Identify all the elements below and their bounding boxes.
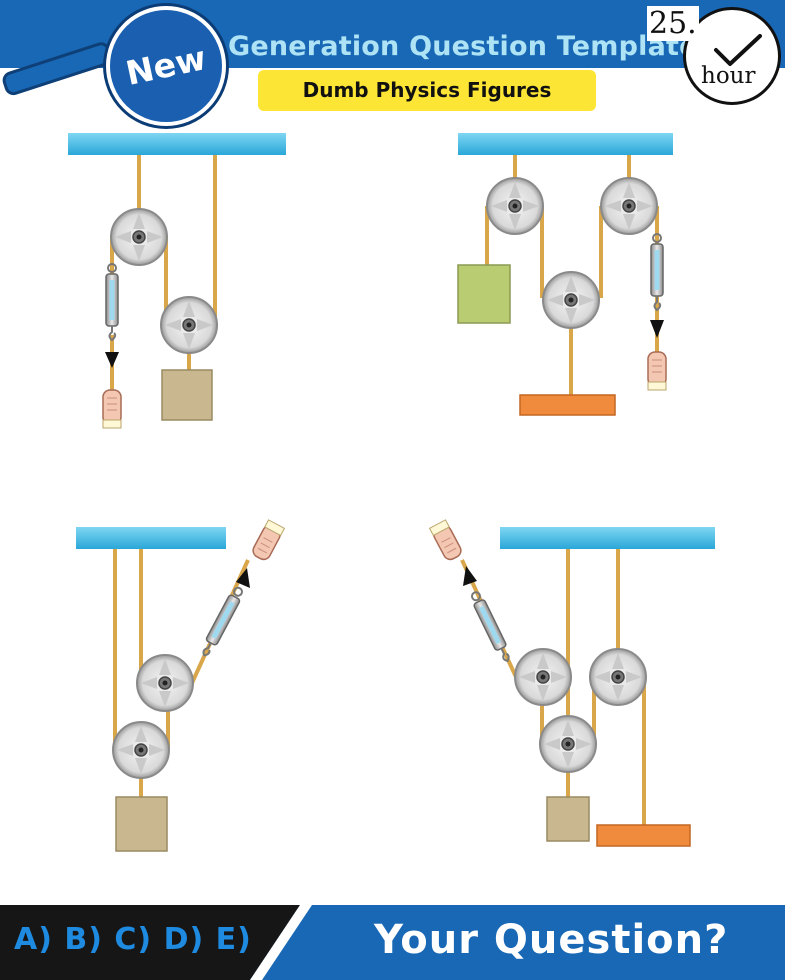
hand-icon — [249, 519, 286, 563]
pulley — [486, 177, 544, 235]
block — [457, 264, 511, 324]
question-prompt: Your Question? — [374, 917, 729, 963]
arrow-icon — [236, 568, 250, 588]
pulley — [589, 648, 647, 706]
arrow-icon — [463, 566, 477, 586]
header-title: Generation Question Template — [228, 31, 698, 62]
ceiling — [76, 527, 226, 549]
figure-3 — [76, 519, 286, 852]
spring-scale — [197, 584, 247, 660]
figure-2 — [457, 133, 673, 416]
plank — [596, 824, 691, 847]
block — [161, 369, 213, 421]
checkmark-icon — [714, 34, 762, 66]
footer-options-panel — [0, 905, 300, 980]
arrow-icon — [105, 352, 119, 368]
header: Generation Question Template Dumb Physic… — [0, 0, 785, 126]
header-subtitle: Dumb Physics Figures — [302, 78, 552, 102]
spring-scale — [650, 233, 664, 311]
new-badge: New — [106, 6, 226, 126]
ceiling — [458, 133, 673, 155]
spring-scale — [105, 263, 119, 341]
pulley — [600, 177, 658, 235]
hand-icon — [102, 389, 122, 429]
pulley — [539, 715, 597, 773]
rope — [110, 155, 217, 390]
subtitle-pill: Dumb Physics Figures — [258, 70, 596, 111]
figure-1 — [68, 133, 286, 429]
pulley — [110, 208, 168, 266]
ceiling — [68, 133, 286, 155]
arrow-icon — [650, 320, 664, 338]
footer: A) B) C) D) E) Your Question? — [0, 905, 785, 980]
answer-options: A) B) C) D) E) — [14, 922, 252, 957]
ceiling — [500, 527, 715, 549]
clock-icon — [683, 7, 781, 105]
hand-icon — [647, 351, 667, 391]
figure-4 — [428, 519, 715, 847]
hand-icon — [428, 519, 465, 563]
clock-number: 25. — [647, 6, 699, 41]
pulley — [160, 296, 218, 354]
plank — [519, 394, 616, 416]
block — [546, 796, 590, 842]
pulley — [514, 648, 572, 706]
pulley — [136, 654, 194, 712]
block — [115, 796, 168, 852]
pulley — [112, 721, 170, 779]
clock-unit: hour — [701, 63, 756, 89]
pulley — [542, 271, 600, 329]
